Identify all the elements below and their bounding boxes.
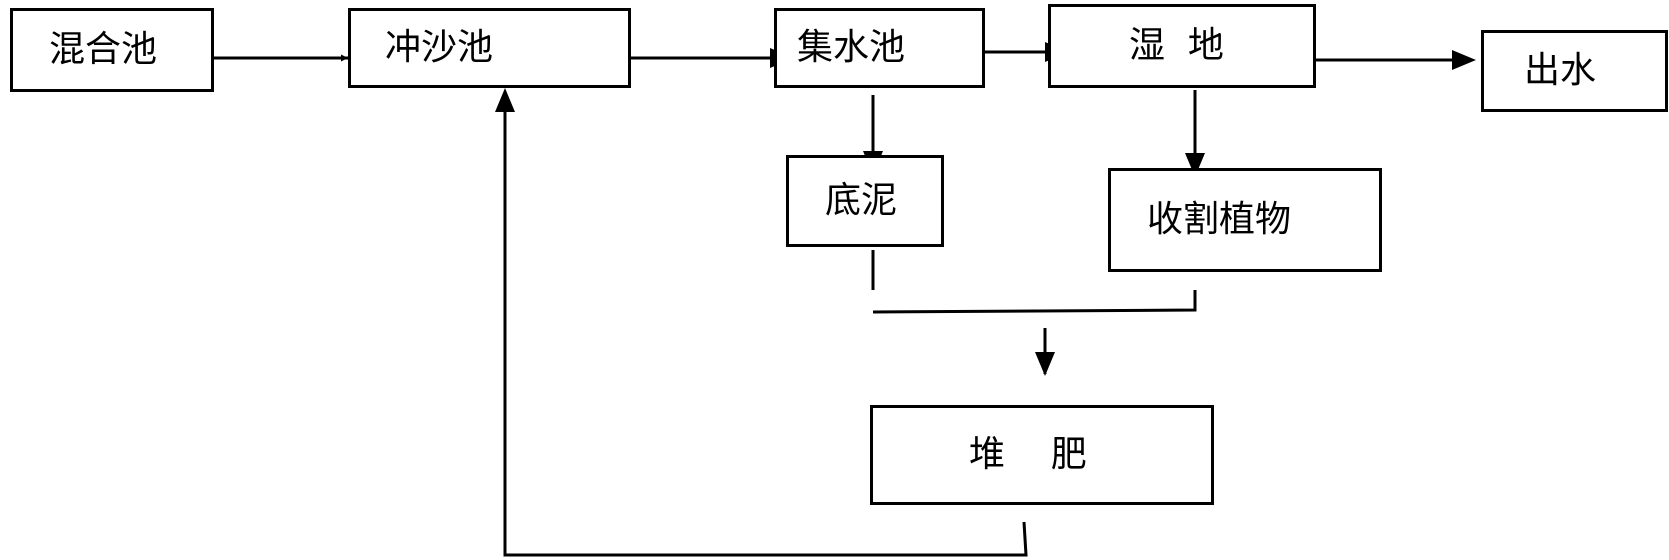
arrowhead-8 [495, 88, 515, 112]
node-collection-tank: 集水池 [774, 8, 985, 88]
line-merge-bar [872, 290, 1197, 314]
node-mixing-tank-label: 混合池 [49, 29, 158, 70]
node-compost-label: 堆 肥 [969, 434, 1087, 475]
return-line-compost-to-flushing [503, 108, 1028, 557]
node-wetland: 湿 地 [1048, 4, 1316, 88]
node-mixing-tank: 混合池 [10, 8, 214, 92]
node-sediment-label: 底泥 [825, 180, 898, 221]
arrowhead-4 [1452, 50, 1476, 70]
node-compost: 堆 肥 [870, 405, 1214, 505]
arrowhead-6 [1185, 153, 1205, 177]
node-wetland-label: 湿 地 [1129, 25, 1224, 66]
node-flushing-tank: 冲沙池 [348, 8, 631, 88]
node-harvested-plants-label: 收割植物 [1147, 199, 1292, 240]
arrowhead-7 [1035, 352, 1055, 376]
node-harvested-plants: 收割植物 [1108, 168, 1382, 272]
node-flushing-tank-label: 冲沙池 [385, 27, 494, 68]
node-effluent: 出水 [1481, 30, 1668, 112]
node-effluent-label: 出水 [1524, 50, 1597, 91]
node-sediment: 底泥 [786, 155, 944, 247]
node-collection-tank-label: 集水池 [797, 27, 906, 68]
